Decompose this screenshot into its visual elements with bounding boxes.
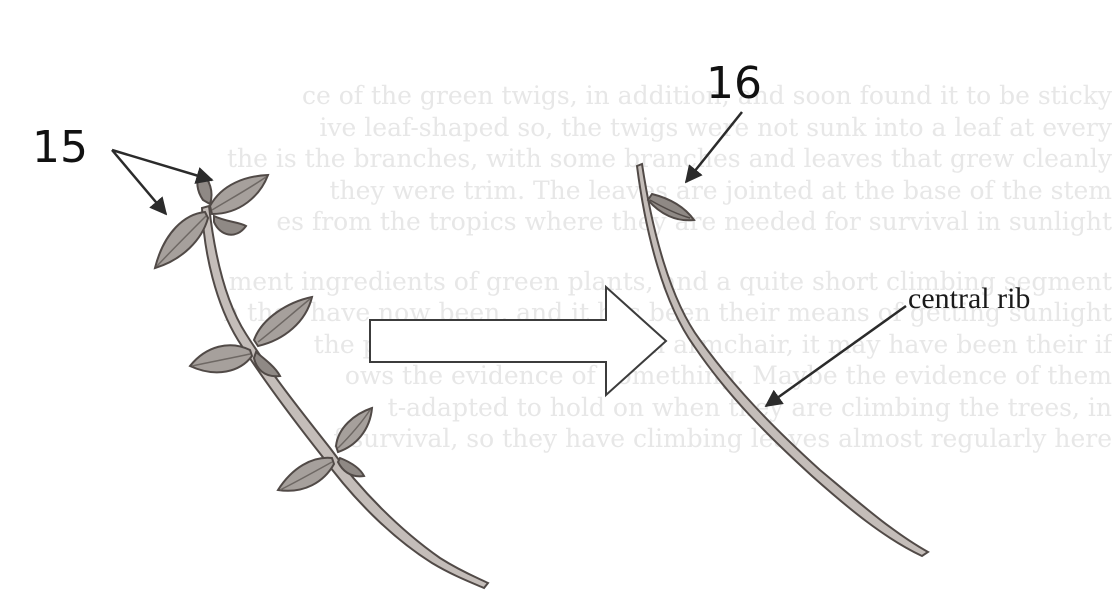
middle-leaf-cluster bbox=[188, 295, 314, 378]
pointer-arrow-central-rib bbox=[764, 304, 907, 408]
background-text-line: es from the tropics where they are neede… bbox=[276, 207, 1112, 236]
leaf bbox=[188, 344, 254, 374]
leaf bbox=[336, 456, 366, 478]
background-text-line: they were trim. The leaves are jointed a… bbox=[329, 175, 1112, 205]
transformation-arrow bbox=[369, 284, 668, 398]
central-rib-stem bbox=[635, 162, 930, 558]
background-text-line: ce of the green twigs, in addition, and … bbox=[302, 81, 1112, 110]
pointer-arrow-15-lower bbox=[111, 149, 168, 216]
pointer-arrow-16 bbox=[684, 111, 743, 184]
lower-leaf-cluster bbox=[276, 406, 374, 492]
leafy-twig bbox=[153, 168, 490, 590]
bare-twig bbox=[635, 162, 930, 558]
background-text-line: ive leaf-shaped so, the twigs were not s… bbox=[319, 112, 1112, 142]
background-text-line: f survival, so they have climbing leaves… bbox=[333, 424, 1112, 453]
label-central-rib: central rib bbox=[908, 282, 1030, 315]
leaf-stump bbox=[646, 192, 696, 222]
background-text-line: the is the branches, with some branches … bbox=[227, 144, 1112, 173]
pointer-arrow-15-upper bbox=[111, 148, 214, 184]
leaf bbox=[213, 214, 248, 236]
label-16: 16 bbox=[706, 58, 762, 109]
leaf bbox=[252, 350, 282, 378]
label-15: 15 bbox=[32, 122, 88, 173]
leafy-twig-stem bbox=[200, 204, 490, 590]
leaf bbox=[276, 456, 336, 492]
